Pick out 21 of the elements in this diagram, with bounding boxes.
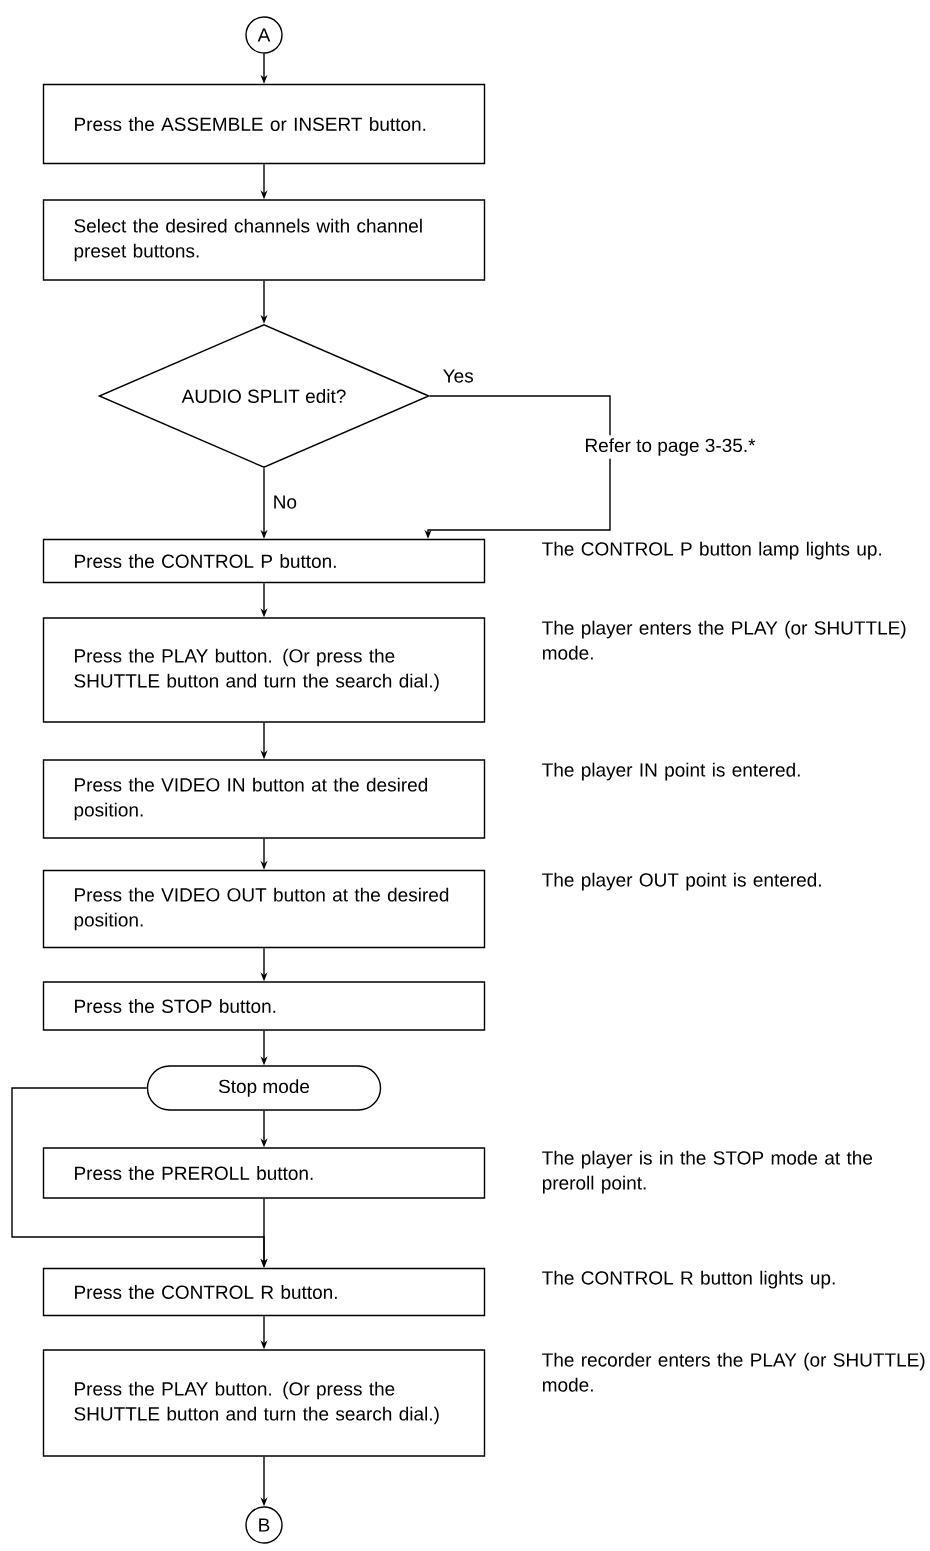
- side-note: The player is in the STOP mode at the preroll point.: [542, 1150, 873, 1194]
- side-note: The recorder enters the PLAY (or SHUTTLE) mode.: [542, 1352, 925, 1392]
- process-box: Press the CONTROL R button.: [42, 1267, 486, 1317]
- process-box: Press the ASSEMBLE or INSERT button.: [42, 83, 486, 165]
- process-box: Press the STOP button.: [42, 981, 486, 1031]
- side-note: The CONTROL R button lights up.: [542, 1270, 835, 1289]
- side-note: The player IN point is entered.: [542, 762, 800, 781]
- process-box: Press the PLAY button. (Or press the SHUTTLE button and turn the search dial.): [42, 1349, 486, 1457]
- side-note: The CONTROL P button lamp lights up.: [542, 541, 881, 560]
- side-note: The player enters the PLAY (or SHUTTLE) mode.: [542, 620, 906, 660]
- process-box: Press the VIDEO IN button at the desired position.: [42, 759, 486, 839]
- process-box: Press the CONTROL P button.: [42, 538, 486, 584]
- process-box: Press the VIDEO OUT button at the desired position.: [42, 869, 486, 949]
- terminal-box: Stop mode: [146, 1065, 382, 1111]
- side-note: The player OUT point is entered.: [542, 872, 821, 891]
- edge-label: Yes: [440, 367, 476, 385]
- edge-label: No: [270, 493, 299, 511]
- process-box: Select the desired channels with channel preset buttons.: [42, 199, 486, 281]
- process-box: Press the PREROLL button.: [42, 1147, 486, 1199]
- process-box: Press the PLAY button. (Or press the SHUTTLE button and turn the search dial.): [42, 617, 486, 723]
- note-label: Refer to page 3-35.*: [581, 435, 759, 459]
